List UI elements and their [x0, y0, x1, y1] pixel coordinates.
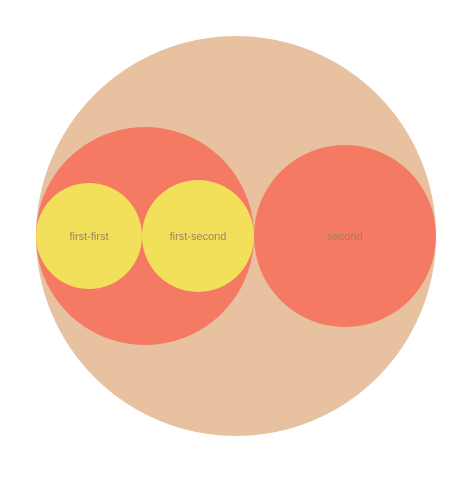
- node-first-second-label: first-second: [170, 231, 227, 243]
- node-first-first-circle[interactable]: [36, 183, 142, 289]
- node-first-first-label: first-first: [69, 231, 108, 243]
- node-first-second-circle[interactable]: [142, 180, 254, 292]
- node-second-label: second: [327, 231, 362, 243]
- node-second-circle[interactable]: [254, 145, 436, 327]
